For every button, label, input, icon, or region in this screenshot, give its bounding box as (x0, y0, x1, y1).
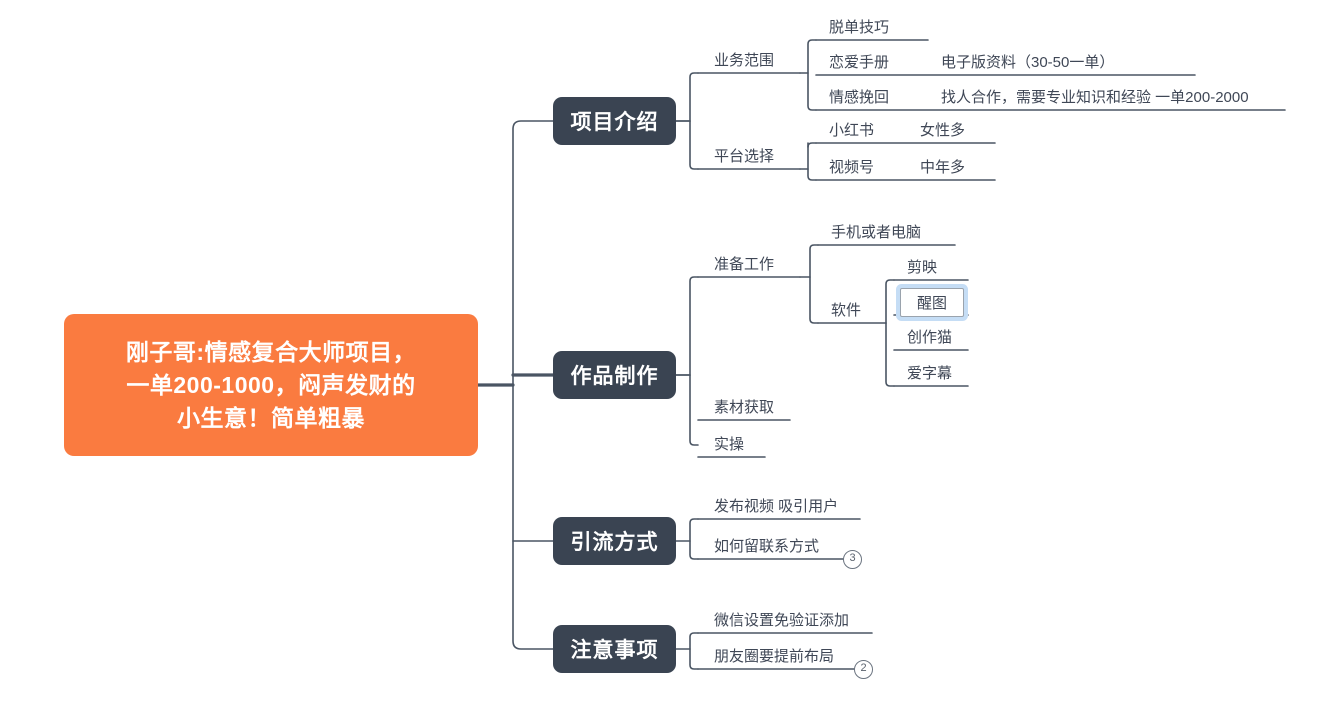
branch-node-content-production[interactable]: 作品制作 (553, 351, 676, 399)
badge-count-traffic-method[interactable]: 3 (843, 550, 862, 569)
badge-count-notes[interactable]: 2 (854, 660, 873, 679)
node-wechat-no-verification[interactable]: 微信设置免验证添加 (714, 612, 850, 629)
branch-node-project-intro[interactable]: 项目介绍 (553, 97, 676, 145)
node-material-sourcing[interactable]: 素材获取 (714, 399, 775, 416)
root-node[interactable]: 刚子哥:情感复合大师项目， 一单200-1000，闷声发财的 小生意！简单粗暴 (64, 314, 478, 456)
node-aizimu[interactable]: 爱字幕 (907, 365, 953, 382)
node-xingtu-selected[interactable]: 醒图 (900, 288, 964, 317)
note-love-handbook[interactable]: 电子版资料（30-50一单） (941, 54, 1115, 71)
root-node-label: 刚子哥:情感复合大师项目， 一单200-1000，闷声发财的 小生意！简单粗暴 (125, 338, 417, 431)
branch-node-label: 引流方式 (570, 531, 659, 554)
note-video-account[interactable]: 中年多 (920, 159, 966, 176)
node-publish-video-attract-users[interactable]: 发布视频 吸引用户 (714, 498, 839, 515)
branch-node-label: 注意事项 (570, 639, 659, 662)
node-moments-layout[interactable]: 朋友圈要提前布局 (714, 648, 835, 665)
node-love-handbook[interactable]: 恋爱手册 (829, 54, 890, 71)
node-xiaohongshu[interactable]: 小红书 (829, 122, 875, 139)
node-single-tips[interactable]: 脱单技巧 (829, 19, 890, 36)
node-emotion-recovery[interactable]: 情感挽回 (829, 89, 890, 106)
node-business-scope[interactable]: 业务范围 (714, 52, 775, 69)
note-emotion-recovery[interactable]: 找人合作，需要专业知识和经验 一单200-2000 (941, 89, 1249, 106)
node-how-to-leave-contact[interactable]: 如何留联系方式 (714, 538, 820, 555)
node-software[interactable]: 软件 (831, 302, 862, 319)
node-preparation[interactable]: 准备工作 (714, 256, 775, 273)
note-xiaohongshu[interactable]: 女性多 (920, 122, 966, 139)
node-xingtu-label: 醒图 (916, 295, 947, 312)
node-practice[interactable]: 实操 (714, 436, 745, 453)
branch-node-traffic-method[interactable]: 引流方式 (553, 517, 676, 565)
node-jianying[interactable]: 剪映 (907, 259, 938, 276)
node-platform-choice[interactable]: 平台选择 (714, 148, 775, 165)
branch-node-notes[interactable]: 注意事项 (553, 625, 676, 673)
branch-node-label: 项目介绍 (570, 111, 659, 134)
node-phone-or-computer[interactable]: 手机或者电脑 (831, 224, 922, 241)
node-chuangzuomao[interactable]: 创作猫 (907, 329, 953, 346)
branch-node-label: 作品制作 (570, 365, 659, 388)
node-video-account[interactable]: 视频号 (829, 159, 875, 176)
